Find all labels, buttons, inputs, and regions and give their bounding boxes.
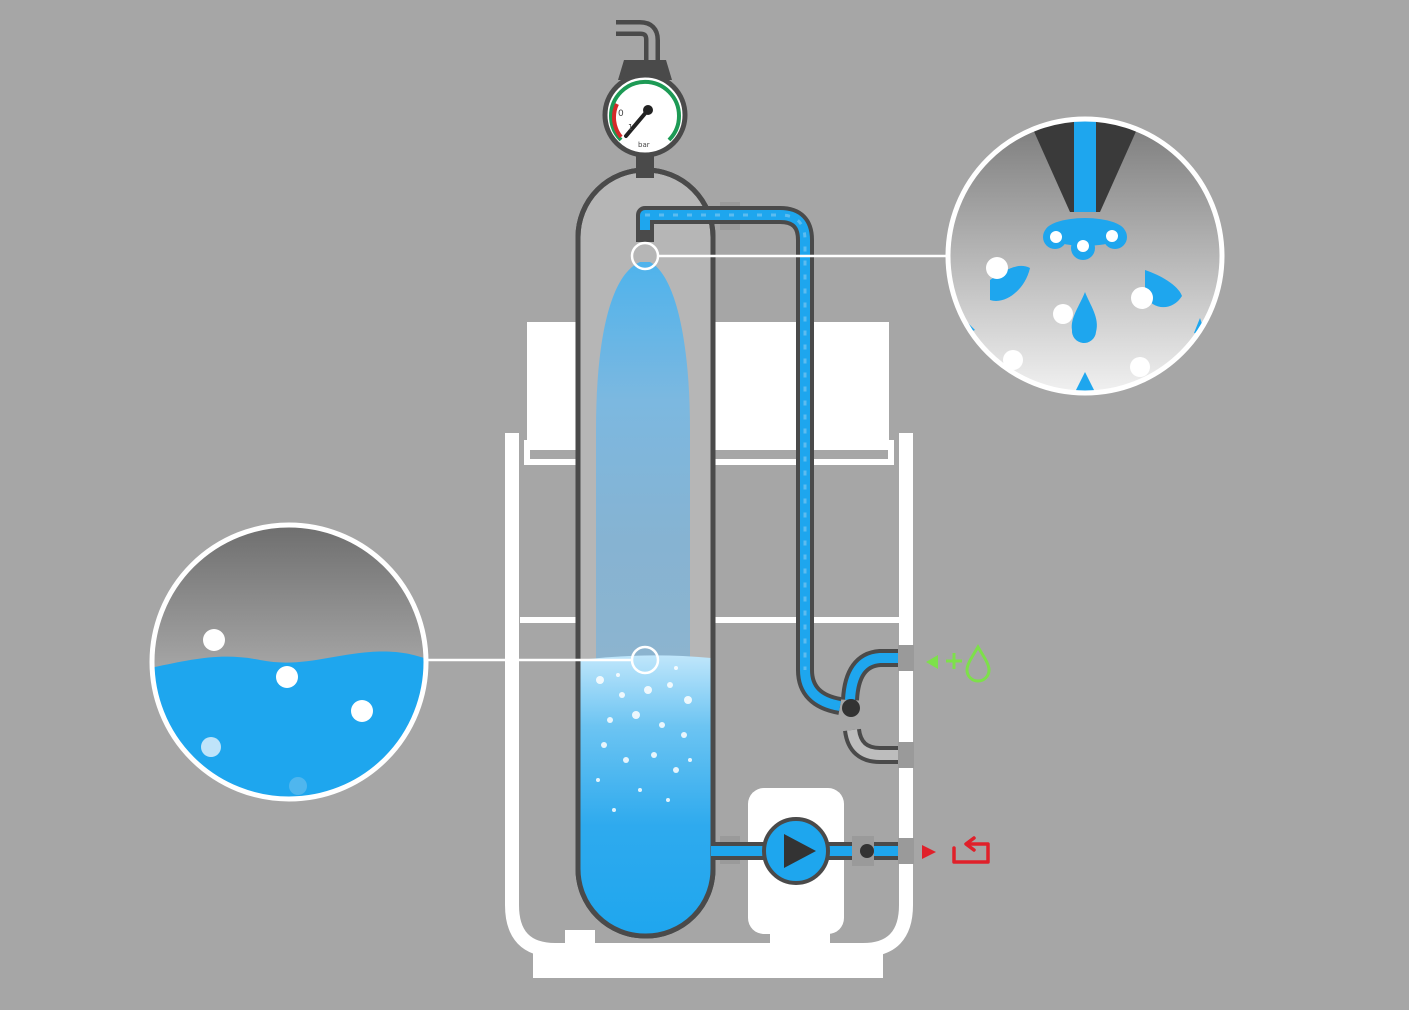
co2-bubbles [596, 666, 692, 812]
gauge-mark-label: 1 [628, 123, 633, 132]
outlet-indicator [922, 836, 990, 864]
gauge-zero-label: 0 [618, 109, 624, 119]
inlet-pipe [636, 206, 842, 715]
gauge-unit-label: bar [638, 141, 650, 149]
callout-lines [425, 241, 949, 675]
pressure-gauge-assembly: 0 1 bar [602, 20, 688, 178]
recirculation-icon [952, 836, 990, 864]
tank-foot [565, 930, 595, 952]
base-plate [533, 948, 883, 978]
carbonator-tank [575, 167, 740, 939]
spray-cone [596, 262, 690, 660]
water-inlet-indicator [926, 644, 991, 683]
zoom-water-detail [149, 522, 429, 802]
pump-assembly [711, 788, 914, 934]
water-drop-icon [965, 644, 991, 683]
zoom-water [153, 651, 425, 798]
gauge-needle [624, 108, 650, 138]
spray-nozzle [636, 230, 654, 242]
zoom-spray-detail [945, 116, 1225, 396]
pump-play-icon [784, 834, 816, 868]
tank-water [580, 655, 711, 935]
check-valve-junction [841, 645, 914, 768]
